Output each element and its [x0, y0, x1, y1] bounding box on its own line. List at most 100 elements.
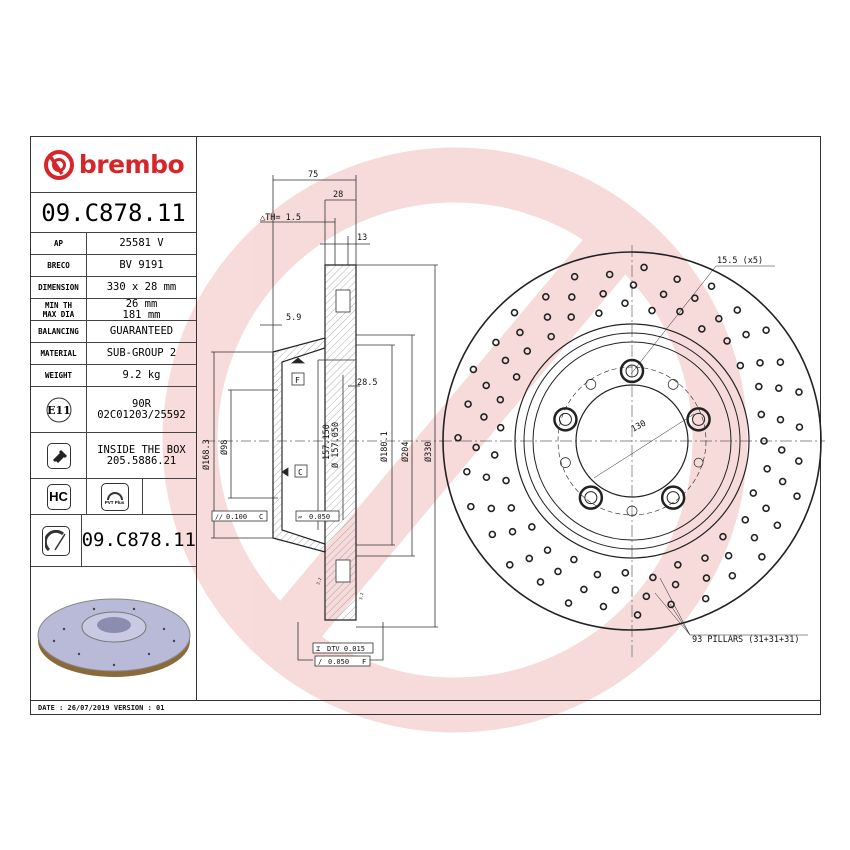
parallelism-datum: C	[259, 513, 263, 521]
drilled-hole	[467, 502, 475, 511]
spec-row: MATERIAL SUB-GROUP 2	[31, 343, 196, 365]
spec-value: 330 x 28 mm	[106, 281, 177, 293]
drilled-hole	[733, 306, 742, 314]
hc-badge-icon: HC	[46, 483, 71, 510]
drilled-hole	[715, 314, 723, 323]
bolt-hole-bore	[584, 491, 598, 505]
disc-outer-edge	[442, 251, 822, 631]
drilled-hole	[762, 504, 770, 513]
drilled-hole	[649, 573, 657, 582]
flatness-value: 0.050	[309, 513, 330, 521]
svg-text:E11: E11	[47, 404, 71, 417]
drilled-hole	[599, 289, 607, 298]
drilled-hole	[776, 415, 785, 424]
drilled-hole	[659, 290, 668, 299]
drilled-hole	[749, 489, 758, 497]
dtv-value: DTV 0.015	[327, 645, 365, 653]
drilled-hole	[464, 400, 472, 408]
drilled-hole	[502, 476, 510, 485]
drilled-hole	[570, 555, 578, 564]
drilled-hole	[523, 347, 532, 355]
drilled-hole	[701, 594, 710, 603]
drilled-hole	[599, 602, 608, 611]
drilled-hole	[642, 592, 651, 601]
drilled-hole	[543, 313, 552, 321]
drilled-hole	[673, 275, 681, 283]
drilled-hole	[516, 328, 524, 337]
drilled-hole	[773, 521, 782, 530]
bolt-hole-bore	[666, 491, 680, 505]
hardware-part-number: 205.5886.21	[106, 454, 177, 467]
drilled-hole	[698, 325, 706, 333]
drilled-hole	[463, 467, 471, 476]
bolt-hole-bore	[625, 364, 639, 378]
drilled-hole	[490, 451, 499, 459]
dia-180-1: Ø180.1	[379, 431, 390, 462]
runout-symbol: /	[318, 658, 322, 666]
datum-f: F	[295, 376, 300, 385]
bolt-hole-label: 15.5 (x5)	[717, 256, 763, 266]
drilled-hole	[547, 332, 556, 341]
drilled-hole	[777, 446, 786, 454]
drilled-hole	[570, 272, 579, 281]
drilled-hole	[568, 293, 576, 301]
bolt-hole	[553, 407, 578, 432]
hat-step	[532, 341, 732, 541]
flatness-symbol: ▱	[298, 513, 303, 521]
brand-row: brembo	[31, 137, 196, 193]
roughness-right: 3.2	[358, 592, 364, 601]
spec-value: SUB-GROUP 2	[106, 347, 177, 359]
bolt-hole	[660, 485, 686, 510]
drilled-hole	[629, 281, 638, 289]
screw-icon	[46, 442, 71, 469]
drilled-hole	[760, 437, 768, 445]
dia-98: Ø98	[219, 440, 230, 455]
drilled-hole	[707, 282, 716, 291]
dia-204: Ø204	[400, 442, 411, 462]
friction-ring-inner-edge	[514, 323, 750, 559]
drilled-hole	[542, 292, 550, 301]
pvt-plus-icon: PVT Plus	[100, 482, 129, 511]
drilled-hole	[621, 299, 629, 307]
drilled-hole	[691, 294, 699, 303]
features-row: HC PVT Plus	[31, 479, 196, 515]
dia-157-050: Ø 157.050	[330, 422, 341, 468]
drilled-hole	[593, 570, 602, 579]
dim-delta-th: △TH= 1.5	[260, 213, 301, 223]
drilled-hole	[723, 337, 731, 345]
bolt-hole	[619, 358, 645, 384]
bolt-hole	[578, 485, 604, 510]
bolt-circle	[557, 366, 707, 516]
drilled-hole	[674, 560, 682, 569]
drilled-hole	[512, 373, 521, 381]
drilled-hole	[756, 359, 764, 367]
drilled-hole	[564, 599, 573, 607]
disc-orientation-icon	[41, 525, 70, 556]
locating-hole	[585, 379, 597, 390]
drilled-hole	[611, 586, 620, 594]
drilled-hole	[755, 382, 763, 391]
spec-value: 26 mm	[125, 297, 158, 310]
drilled-hole	[794, 457, 803, 465]
cooling-vane-top	[335, 289, 351, 313]
locating-hole	[560, 457, 571, 468]
drilled-hole	[482, 381, 491, 390]
hat-outer-edge	[523, 332, 741, 550]
footer-date-version: DATE : 26/07/2019 VERSION : 01	[38, 704, 164, 712]
drilled-hole	[605, 270, 614, 279]
spec-label: BRECO	[47, 261, 70, 270]
drilled-hole	[719, 532, 727, 541]
runout-datum: F	[362, 658, 366, 666]
drilled-hole	[640, 263, 648, 272]
drilled-hole	[567, 313, 576, 321]
drilled-hole	[648, 306, 656, 315]
spec-label: MATERIAL	[40, 349, 77, 358]
drilled-hole	[621, 569, 630, 577]
drilled-hole	[774, 384, 783, 392]
parallelism-value: 0.100	[226, 513, 247, 521]
parallelism-symbol: //	[215, 513, 223, 521]
